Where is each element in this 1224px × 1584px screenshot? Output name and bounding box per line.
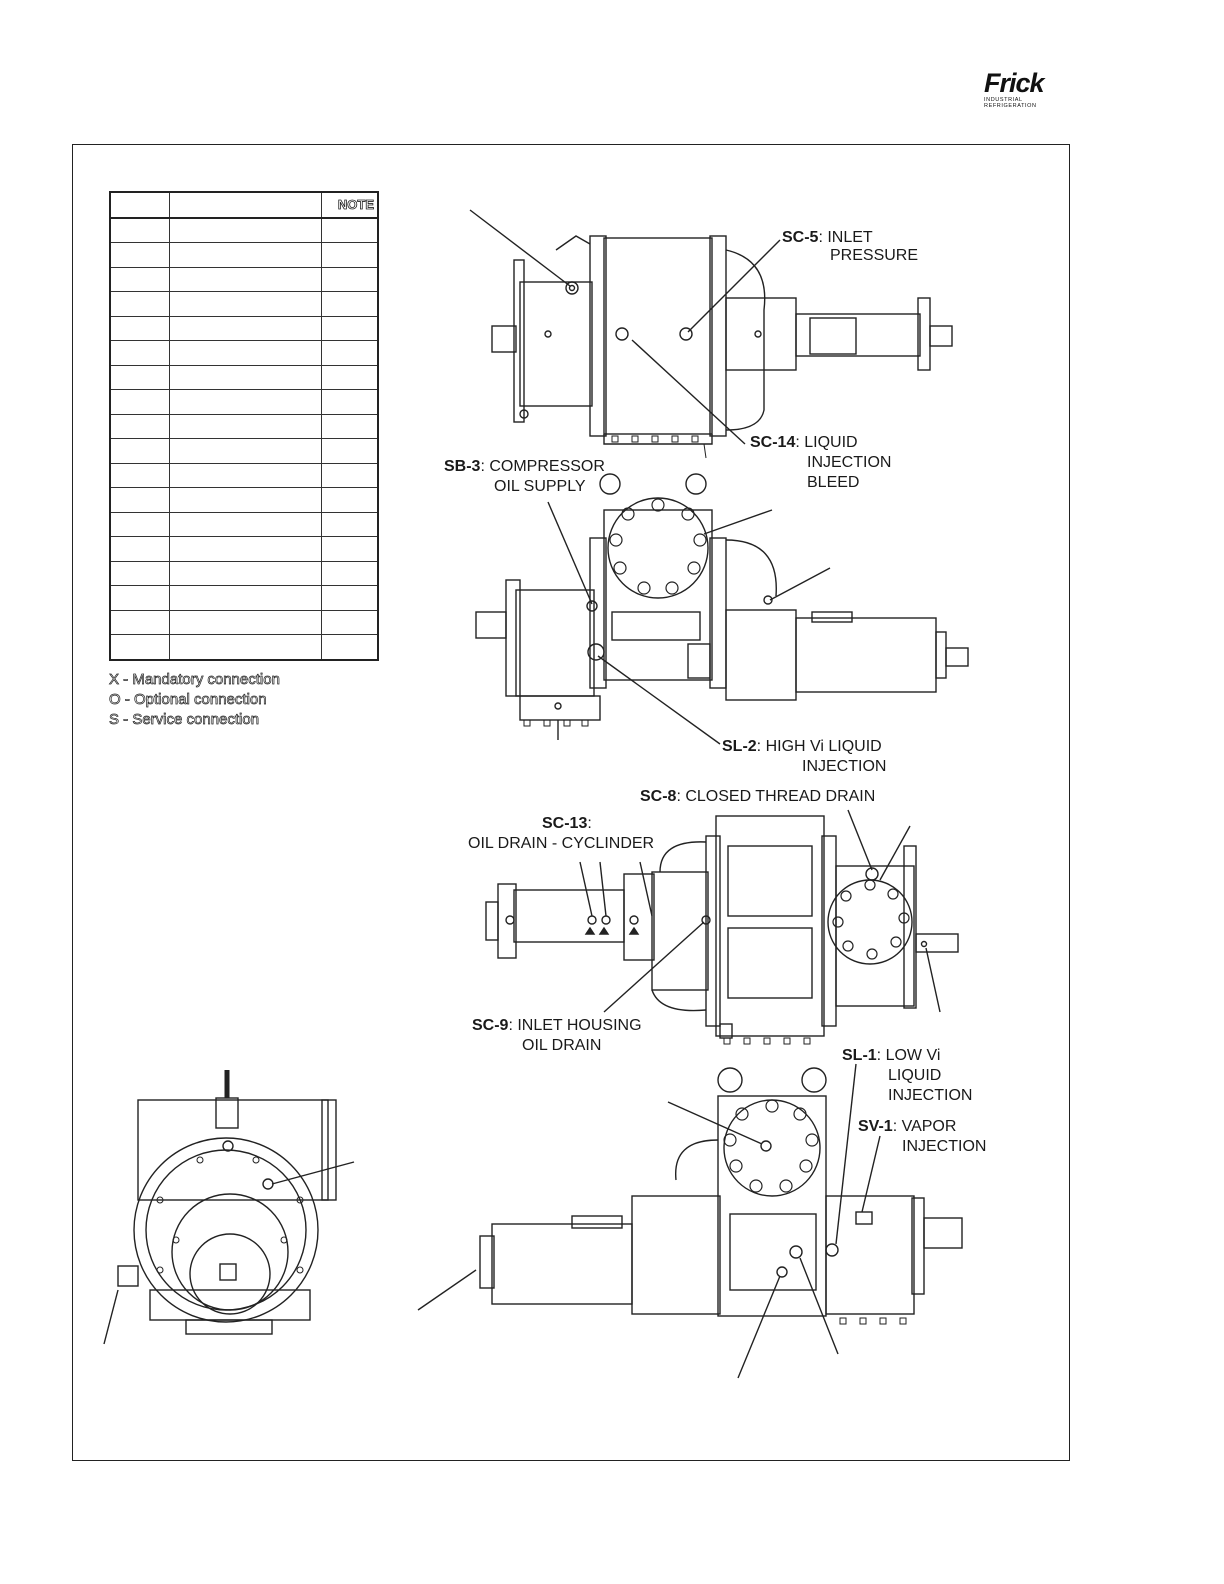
table-row xyxy=(109,462,379,488)
table-cell xyxy=(321,462,379,488)
callout-sl-2: SL-2: HIGH Vi LIQUID xyxy=(722,737,882,757)
compressor-view-bottom xyxy=(417,1063,963,1379)
callout-code: SC-13 xyxy=(542,815,588,832)
callout-code: SV-1 xyxy=(858,1118,893,1135)
callout-text: : COMPRESSOR xyxy=(480,458,605,475)
table-row xyxy=(109,217,379,243)
logo-wordmark: Frick xyxy=(984,68,1045,98)
table-row xyxy=(109,413,379,439)
table-cell xyxy=(169,340,322,366)
callout-code: SB-3 xyxy=(444,458,481,475)
table-cell xyxy=(109,315,170,341)
table-row xyxy=(109,315,379,341)
callout-sl-1-line2: LIQUID xyxy=(888,1067,942,1084)
legend-optional: O - Optional connection xyxy=(109,691,267,709)
table-cell xyxy=(321,291,379,317)
table-cell xyxy=(321,560,379,586)
callout-sc-13-line2: OIL DRAIN - CYCLINDER xyxy=(468,835,655,852)
frick-logo: Frick INDUSTRIAL REFRIGERATION xyxy=(984,68,1074,110)
callout-text: : LOW Vi xyxy=(876,1047,941,1064)
table-row xyxy=(109,364,379,390)
callout-sc-14-line3: BLEED xyxy=(807,474,860,491)
callout-sl-1-line3: INJECTION xyxy=(888,1087,973,1104)
callout-sv-1-line2: INJECTION xyxy=(902,1138,987,1155)
table-header-cell xyxy=(169,191,322,219)
table-header-note: NOTE xyxy=(321,191,379,219)
table-header-row: NOTE xyxy=(109,191,379,219)
callout-code: SL-1 xyxy=(842,1047,877,1064)
compressor-view-side xyxy=(475,473,969,745)
callout-sc-14-line2: INJECTION xyxy=(807,454,892,471)
callout-text: : HIGH Vi LIQUID xyxy=(756,738,882,755)
callout-text: : xyxy=(587,815,592,832)
table-cell xyxy=(109,560,170,586)
table-cell xyxy=(169,585,322,611)
callout-text: : VAPOR xyxy=(892,1118,957,1135)
callout-sl-2-line2: INJECTION xyxy=(802,758,887,775)
legend-service: S - Service connection xyxy=(109,711,260,729)
table-cell xyxy=(321,266,379,292)
table-row xyxy=(109,242,379,268)
callout-sv-1: SV-1: VAPOR xyxy=(858,1117,956,1137)
page-frame xyxy=(72,144,1070,1461)
callout-sc-9: SC-9: INLET HOUSING xyxy=(472,1016,642,1036)
table-row xyxy=(109,560,379,586)
callout-code: SC-14 xyxy=(750,434,796,451)
table-row xyxy=(109,266,379,292)
connection-table: NOTE xyxy=(109,191,379,661)
callout-text: : INLET xyxy=(818,229,873,246)
table-cell xyxy=(321,487,379,513)
callout-sb-3-line2: OIL SUPPLY xyxy=(494,478,586,495)
table-cell xyxy=(169,413,322,439)
table-cell xyxy=(169,217,322,243)
table-row xyxy=(109,389,379,415)
table-cell xyxy=(109,217,170,243)
table-body xyxy=(109,217,379,660)
callout-sc-14: SC-14: LIQUID xyxy=(750,433,858,453)
callout-sc-13: SC-13: xyxy=(542,814,592,834)
table-header-cell xyxy=(109,191,170,219)
callout-sc-5-line2: PRESSURE xyxy=(830,247,919,264)
table-cell xyxy=(109,634,170,660)
table-row xyxy=(109,438,379,464)
compressor-view-top xyxy=(469,209,953,459)
callout-text: : LIQUID xyxy=(795,434,858,451)
table-cell xyxy=(321,609,379,635)
legend-mandatory: X - Mandatory connection xyxy=(109,671,281,689)
callout-sc-9-line2: OIL DRAIN xyxy=(522,1037,602,1054)
table-row xyxy=(109,340,379,366)
callout-code: SC-9 xyxy=(472,1017,509,1034)
callout-code: SL-2 xyxy=(722,738,757,755)
table-cell xyxy=(109,462,170,488)
table-cell xyxy=(169,634,322,660)
table-row xyxy=(109,634,379,660)
table-cell xyxy=(109,364,170,390)
callout-text: : INLET HOUSING xyxy=(508,1017,642,1034)
note-label: NOTE xyxy=(337,197,374,213)
callout-sc-5: SC-5: INLET xyxy=(782,228,873,248)
compressor-view-opposite xyxy=(485,809,959,1045)
table-cell xyxy=(321,242,379,268)
table-cell xyxy=(321,217,379,243)
table-cell xyxy=(321,438,379,464)
compressor-view-end xyxy=(103,1070,355,1345)
table-cell xyxy=(321,585,379,611)
logo-tagline: INDUSTRIAL REFRIGERATION xyxy=(984,97,1037,109)
table-row xyxy=(109,291,379,317)
table-cell xyxy=(321,634,379,660)
connection-legend: X - Mandatory connection O - Optional co… xyxy=(109,670,281,730)
callout-code: SC-8 xyxy=(640,788,677,805)
callout-sl-1: SL-1: LOW Vi xyxy=(842,1046,940,1066)
table-cell xyxy=(109,389,170,415)
callout-sc-8: SC-8: CLOSED THREAD DRAIN xyxy=(640,787,875,807)
callout-text: : CLOSED THREAD DRAIN xyxy=(676,788,876,805)
callout-sb-3: SB-3: COMPRESSOR xyxy=(444,457,605,477)
callout-code: SC-5 xyxy=(782,229,819,246)
table-cell xyxy=(321,315,379,341)
table-cell xyxy=(109,609,170,635)
